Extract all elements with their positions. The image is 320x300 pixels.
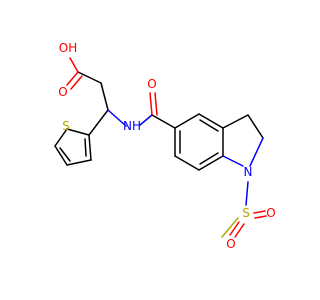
atom-label-indoline-n: N [244, 165, 253, 179]
bond-s-o-right-double [254, 215, 267, 219]
bond-ar-2 [198, 113, 224, 129]
bond-ch2-ch [100, 82, 109, 111]
bond-n-s [245, 181, 249, 206]
atom-label-oh: OH [59, 41, 77, 55]
bond-co-single [66, 71, 79, 86]
bond-ar-4 [198, 155, 224, 171]
bond-ch-thienyl [88, 109, 109, 136]
atom-label-sulfonyl-o-bottom: O [226, 237, 235, 251]
bond-ch-nh [107, 109, 127, 127]
bond-amide-co-double [154, 92, 158, 116]
bond-thio-c5-c4-double [59, 147, 71, 162]
bond-thio-c5-c4 [54, 145, 68, 166]
atom-label-sulfonyl-s: S [242, 206, 250, 220]
bond-s-ch3 [221, 217, 239, 238]
molecule-svg: OH O O NH S N S O O [54, 41, 276, 251]
bond-s-o-bottom [229, 221, 240, 236]
bond-co-double [70, 75, 83, 90]
bond-cooh-ch2 [77, 71, 102, 84]
bond-ind-c2 [247, 114, 264, 139]
bond-thio-s-c5 [54, 128, 68, 147]
bond-ar-5 [174, 155, 200, 171]
bond-ind-c2-n [249, 137, 264, 167]
bond-thio-c4-c3 [66, 159, 92, 166]
bond-thio-c2-s [66, 128, 90, 136]
bond-ar-4-double [199, 152, 219, 165]
bond-s-o-bottom-double [234, 223, 245, 238]
bond-oh-c [69, 57, 79, 73]
atom-label-carboxylic-o: O [58, 85, 67, 99]
atom-label-sulfonyl-o-right: O [266, 206, 275, 220]
atom-label-thiophene-s: S [62, 119, 70, 133]
bond-carbonyl-aryl [151, 114, 176, 129]
atom-label-amide-o: O [147, 77, 156, 91]
atom-label-nh: NH [123, 119, 141, 133]
bond-nh-carbonyl [139, 114, 153, 126]
bond-amide-co [149, 92, 153, 116]
bond-ind-c3 [222, 114, 249, 129]
bond-thio-c3-c2-double [84, 138, 87, 157]
bond-ind-c7a-n [222, 155, 244, 167]
bond-ar-2-double [199, 119, 219, 132]
molecule-structure-diagram: OH O O NH S N S O O [54, 41, 276, 251]
bond-thio-c3-c2 [88, 134, 92, 161]
bond-ar-1 [174, 113, 200, 129]
bond-s-o-right [253, 210, 266, 214]
